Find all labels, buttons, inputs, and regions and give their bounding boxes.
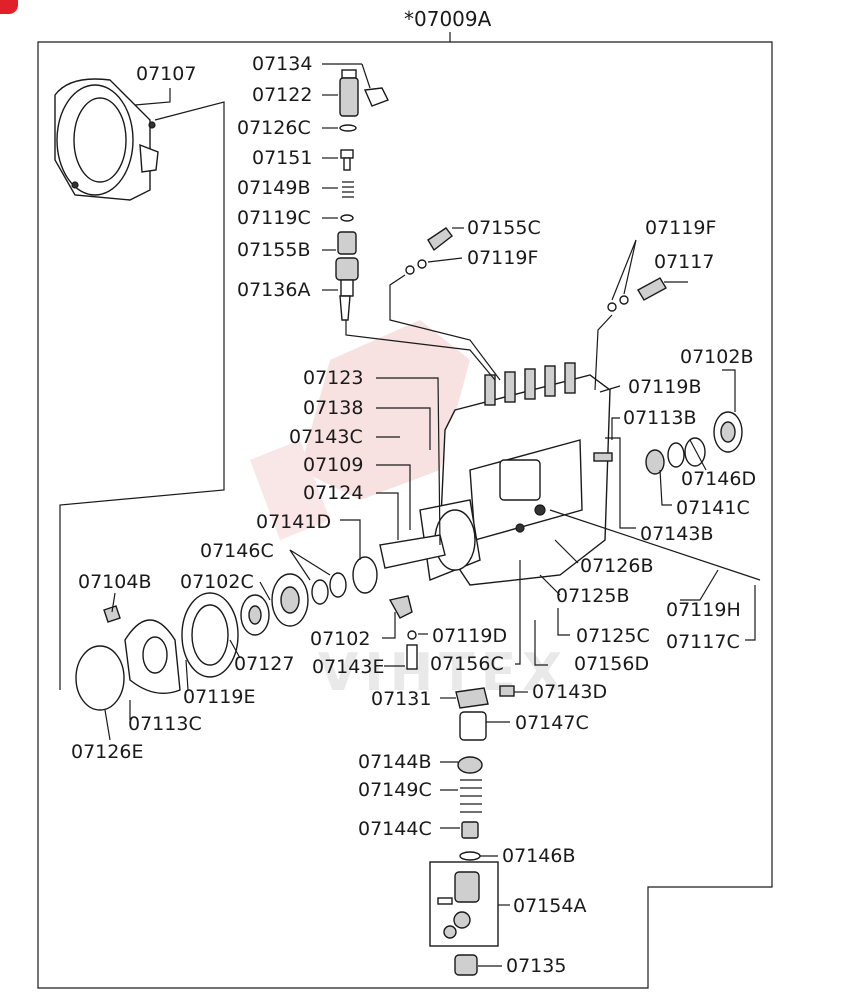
label-07102: 07102 xyxy=(310,628,370,650)
label-07155C: 07155C xyxy=(467,217,541,239)
label-07143D: 07143D xyxy=(532,681,607,703)
label-07123: 07123 xyxy=(303,367,363,389)
label-07156C: 07156C xyxy=(430,653,504,675)
label-07125C: 07125C xyxy=(576,625,650,647)
label-07126B: 07126B xyxy=(580,555,653,577)
assembly-boundary xyxy=(37,41,773,989)
label-07138: 07138 xyxy=(303,397,363,419)
label-07155B: 07155B xyxy=(237,239,310,261)
label-07134: 07134 xyxy=(252,53,312,75)
label-07119F-right: 07119F xyxy=(645,217,716,239)
label-07136A: 07136A xyxy=(237,279,310,301)
label-07146D: 07146D xyxy=(681,468,756,490)
shaft-bearing-parts xyxy=(240,556,418,670)
label-07144B: 07144B xyxy=(358,751,431,773)
label-07104B: 07104B xyxy=(78,571,151,593)
label-07119B: 07119B xyxy=(628,376,701,398)
label-07117: 07117 xyxy=(654,251,714,273)
label-07143E: 07143E xyxy=(312,656,384,678)
cover-plate-parts xyxy=(75,592,239,711)
label-07131: 07131 xyxy=(371,688,431,710)
label-07107: 07107 xyxy=(136,63,196,85)
label-07146B: 07146B xyxy=(502,845,575,867)
label-07127: 07127 xyxy=(234,653,294,675)
leader-lines xyxy=(59,63,761,967)
label-07135: 07135 xyxy=(506,955,566,977)
lower-governor-stack xyxy=(429,685,515,976)
bleed-screw-right xyxy=(607,277,667,312)
label-07113B: 07113B xyxy=(623,407,696,429)
label-07119H: 07119H xyxy=(666,599,741,621)
label-07141C: 07141C xyxy=(676,497,750,519)
label-07149C: 07149C xyxy=(358,779,432,801)
label-07102C: 07102C xyxy=(180,571,254,593)
corner-badge xyxy=(0,0,18,14)
watermark: VIHTEX xyxy=(250,320,568,703)
label-07119F-left: 07119F xyxy=(467,247,538,269)
label-07109: 07109 xyxy=(303,454,363,476)
label-07117C: 07117C xyxy=(666,631,740,653)
label-07151: 07151 xyxy=(252,147,312,169)
label-07119C: 07119C xyxy=(237,207,311,229)
label-07126E: 07126E xyxy=(71,741,143,763)
label-07156D: 07156D xyxy=(574,653,649,675)
label-07124: 07124 xyxy=(303,482,363,504)
label-07154A: 07154A xyxy=(513,895,586,917)
label-07113C: 07113C xyxy=(128,713,202,735)
label-07143B: 07143B xyxy=(640,523,713,545)
housing-part xyxy=(54,78,159,201)
label-07122: 07122 xyxy=(252,84,312,106)
label-07119D: 07119D xyxy=(432,625,507,647)
part-labels: 07107 07134 07122 07126C 07151 07149B 07… xyxy=(71,53,756,977)
delivery-valve-stack xyxy=(335,69,389,321)
label-07144C: 07144C xyxy=(358,818,432,840)
label-07119E: 07119E xyxy=(183,686,255,708)
label-07147C: 07147C xyxy=(515,712,589,734)
pump-body xyxy=(379,362,611,586)
label-07143C: 07143C xyxy=(289,426,363,448)
watermark-text: VIHTEX xyxy=(318,643,568,703)
label-07126C: 07126C xyxy=(237,117,311,139)
label-07125B: 07125B xyxy=(556,585,629,607)
label-07102B: 07102B xyxy=(680,346,753,368)
label-07146C: 07146C xyxy=(200,540,274,562)
label-07149B: 07149B xyxy=(237,177,310,199)
bleed-screw-left xyxy=(405,227,453,275)
assembly-title: *07009A xyxy=(404,7,492,31)
label-07141D: 07141D xyxy=(256,511,331,533)
